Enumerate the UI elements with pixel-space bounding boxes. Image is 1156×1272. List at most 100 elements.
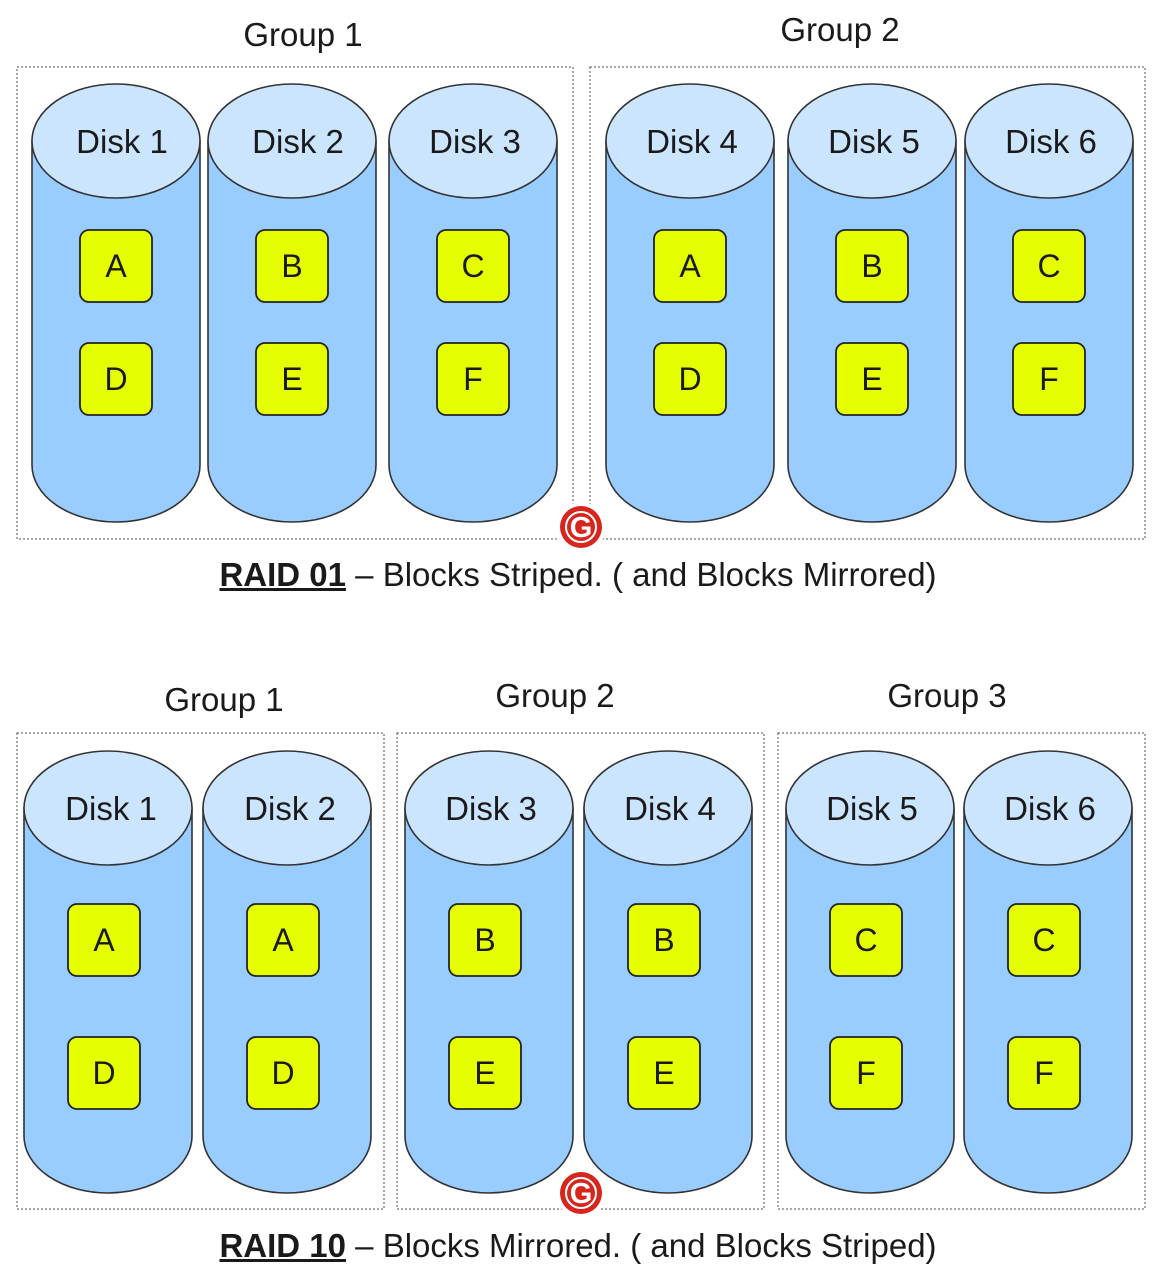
disk-label: Disk 2 bbox=[252, 123, 344, 160]
block-label: F bbox=[463, 361, 483, 397]
block-box bbox=[67, 1036, 141, 1110]
disk-top bbox=[207, 83, 377, 199]
disk: Disk 4AD bbox=[605, 83, 775, 523]
block-box bbox=[1007, 903, 1081, 977]
block-box bbox=[436, 342, 510, 416]
disk-top bbox=[404, 750, 574, 866]
disk: Disk 5 C F bbox=[785, 750, 955, 1194]
disk: Disk 1AD bbox=[31, 83, 201, 523]
block-box bbox=[653, 342, 727, 416]
block-label: B bbox=[653, 922, 674, 958]
data-block: F bbox=[829, 1036, 903, 1110]
data-block: D bbox=[653, 342, 727, 416]
block-box bbox=[255, 342, 329, 416]
block-label: B bbox=[474, 922, 495, 958]
disk-top bbox=[31, 83, 201, 199]
disk: Disk 6CF bbox=[964, 83, 1134, 523]
data-block: F bbox=[1007, 1036, 1081, 1110]
raid01-logo: G bbox=[556, 502, 606, 552]
block-label: F bbox=[856, 1055, 876, 1091]
disk-body bbox=[963, 807, 1133, 1194]
group-label: Group 3 bbox=[887, 677, 1006, 714]
block-label: D bbox=[271, 1055, 294, 1091]
disk-top bbox=[583, 750, 753, 866]
disk-label: Disk 3 bbox=[445, 790, 537, 827]
disk: Disk 1AD bbox=[23, 750, 193, 1194]
disk: Disk 3CF bbox=[388, 83, 558, 523]
group-border bbox=[16, 66, 574, 540]
data-block: E bbox=[627, 1036, 701, 1110]
group-border bbox=[396, 732, 765, 1210]
block-box bbox=[79, 342, 153, 416]
disk-top bbox=[964, 83, 1134, 199]
disk-body bbox=[31, 140, 201, 523]
block-label: D bbox=[678, 361, 701, 397]
disk-body bbox=[404, 807, 574, 1194]
disk: Disk 2 A D bbox=[202, 750, 372, 1194]
block-label: C bbox=[854, 922, 877, 958]
group-label: Group 1 bbox=[164, 681, 283, 718]
disk: Disk 5BE bbox=[787, 83, 957, 523]
disk-body bbox=[787, 140, 957, 523]
data-block: B bbox=[835, 229, 909, 303]
block-box bbox=[79, 229, 153, 303]
data-block: A bbox=[653, 229, 727, 303]
block-label: B bbox=[861, 248, 882, 284]
data-block: D bbox=[246, 1036, 320, 1110]
block-label: A bbox=[93, 922, 115, 958]
raid10-caption-code: RAID 10 bbox=[219, 1227, 346, 1264]
block-label: A bbox=[105, 248, 127, 284]
disk: Disk 2BE bbox=[207, 83, 377, 523]
disk-label: Disk 6 bbox=[1005, 123, 1097, 160]
block-box bbox=[653, 229, 727, 303]
block-label: C bbox=[461, 248, 484, 284]
disk-label: Disk 4 bbox=[624, 790, 716, 827]
disk-body bbox=[964, 140, 1134, 523]
group-border bbox=[777, 732, 1146, 1210]
disk-label: Disk 6 bbox=[1004, 790, 1096, 827]
block-box bbox=[627, 903, 701, 977]
block-label: E bbox=[653, 1055, 674, 1091]
data-block: E bbox=[448, 1036, 522, 1110]
group-label: Group 2 bbox=[780, 11, 899, 48]
raid01-caption-text: – Blocks Striped. ( and Blocks Mirrored) bbox=[346, 556, 937, 593]
block-box bbox=[246, 1036, 320, 1110]
disk: Disk 6 C F bbox=[963, 750, 1133, 1194]
logo-letter: G bbox=[570, 512, 593, 544]
data-block: C bbox=[436, 229, 510, 303]
data-block: C bbox=[1007, 903, 1081, 977]
data-block: A bbox=[246, 903, 320, 977]
block-box bbox=[835, 342, 909, 416]
block-box bbox=[255, 229, 329, 303]
data-block: B bbox=[255, 229, 329, 303]
disk-label: Disk 2 bbox=[244, 790, 336, 827]
block-label: E bbox=[861, 361, 882, 397]
data-block: B bbox=[448, 903, 522, 977]
raid10-caption: RAID 10 – Blocks Mirrored. ( and Blocks … bbox=[0, 1226, 1156, 1266]
raid10-group-3: Group 3 Disk 5 C F Disk 6 C F bbox=[777, 677, 1146, 1210]
data-block: A bbox=[79, 229, 153, 303]
disk-top bbox=[388, 83, 558, 199]
raid10-caption-text: – Blocks Mirrored. ( and Blocks Striped) bbox=[346, 1227, 937, 1264]
data-block: C bbox=[1012, 229, 1086, 303]
block-box bbox=[448, 903, 522, 977]
block-box bbox=[448, 1036, 522, 1110]
block-box bbox=[1007, 1036, 1081, 1110]
data-block: C bbox=[829, 903, 903, 977]
block-box bbox=[246, 903, 320, 977]
disk-body bbox=[605, 140, 775, 523]
block-label: F bbox=[1034, 1055, 1054, 1091]
data-block: D bbox=[67, 1036, 141, 1110]
raid01-caption: RAID 01 – Blocks Striped. ( and Blocks M… bbox=[0, 555, 1156, 595]
disk-top bbox=[23, 750, 193, 866]
block-label: C bbox=[1032, 922, 1055, 958]
block-box bbox=[67, 903, 141, 977]
raid10-logo: G bbox=[556, 1168, 606, 1218]
disk-body bbox=[202, 807, 372, 1194]
disk-label: Disk 5 bbox=[826, 790, 918, 827]
block-box bbox=[436, 229, 510, 303]
